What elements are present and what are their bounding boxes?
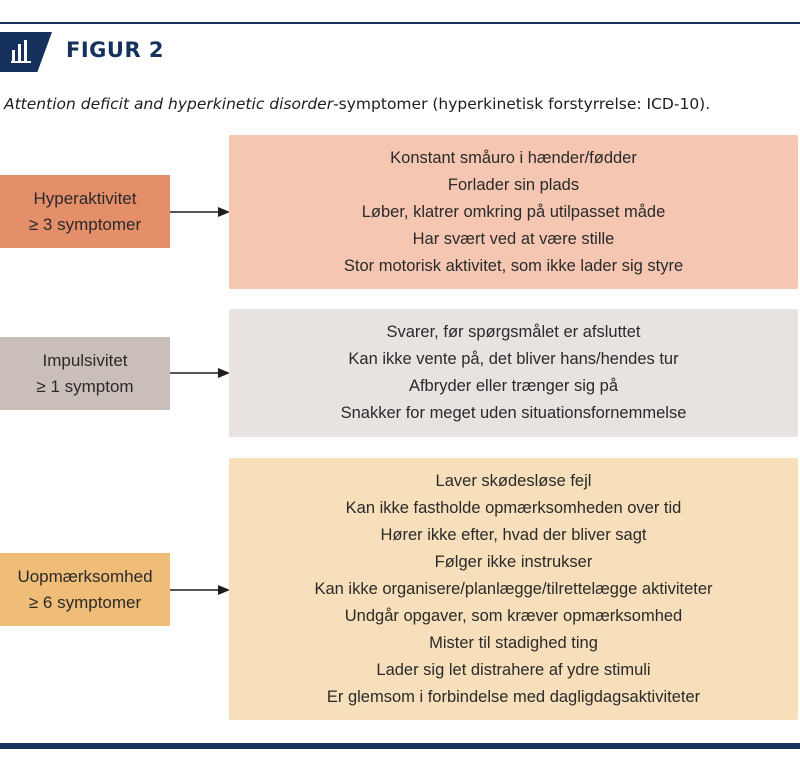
symptom-item: Forlader sin plads [447,175,580,194]
category-name: Impulsivitet [42,350,128,370]
category-threshold: ≥ 6 symptomer [28,592,142,612]
symptom-item: Stor motorisk aktivitet, som ikke lader … [343,256,684,275]
symptom-panel-hyperaktivitet: Konstant småuro i hænder/fødder Forlader… [229,135,798,289]
caption-rest: -symptomer (hyperkinetisk forstyrrelse: … [333,95,711,113]
category-box-impulsivitet: Impulsivitet ≥ 1 symptom [0,337,170,410]
category-name: Hyperaktivitet [33,188,137,208]
symptom-item: Svarer, før spørgsmålet er afsluttet [386,323,641,341]
symptom-item: Afbryder eller trænger sig på [408,377,619,395]
top-rule [0,22,800,24]
symptom-item: Lader sig let distrahere af ydre stimuli [376,660,651,679]
symptom-item: Løber, klatrer omkring på utilpasset måd… [361,202,666,221]
bottom-rule [0,743,800,749]
figure-label: FIGUR 2 [66,38,165,62]
symptom-item: Er glemsom i forbindelse med dagligdagsa… [326,687,701,706]
figure-badge [0,32,52,72]
symptom-item: Laver skødesløse fejl [435,471,592,490]
arrow-icon [170,368,230,378]
symptom-item: Kan ikke organisere/planlægge/tilrettelæ… [314,579,713,598]
caption-italic: Attention deficit and hyperkinetic disor… [4,95,334,113]
symptom-panel-impulsivitet: Svarer, før spørgsmålet er afsluttet Kan… [229,309,798,437]
category-box-uopmaerksomhed: Uopmærksomhed ≥ 6 symptomer [0,553,170,626]
symptom-item: Snakker for meget uden situationsfornemm… [340,404,687,422]
symptom-item: Følger ikke instrukser [434,552,593,571]
symptom-item: Har svært ved at være stille [412,229,615,248]
symptom-item: Hører ikke efter, hvad der bliver sagt [380,525,647,544]
category-threshold: ≥ 3 symptomer [28,214,142,234]
figure-caption: Attention deficit and hyperkinetic disor… [4,95,794,113]
symptom-item: Kan ikke vente på, det bliver hans/hende… [348,350,679,368]
symptom-item: Undgår opgaver, som kræver opmærksomhed [344,606,683,625]
symptom-item: Kan ikke fastholde opmærksomheden over t… [345,498,682,517]
symptom-panel-uopmaerksomhed: Laver skødesløse fejl Kan ikke fastholde… [229,458,798,720]
arrow-icon [170,207,230,217]
category-name: Uopmærksomhed [17,566,153,586]
category-threshold: ≥ 1 symptom [36,376,134,396]
symptom-item: Konstant småuro i hænder/fødder [390,148,637,167]
bar-chart-icon [11,40,31,63]
arrow-icon [170,585,230,595]
symptom-item: Mister til stadighed ting [429,633,598,652]
category-box-hyperaktivitet: Hyperaktivitet ≥ 3 symptomer [0,175,170,248]
